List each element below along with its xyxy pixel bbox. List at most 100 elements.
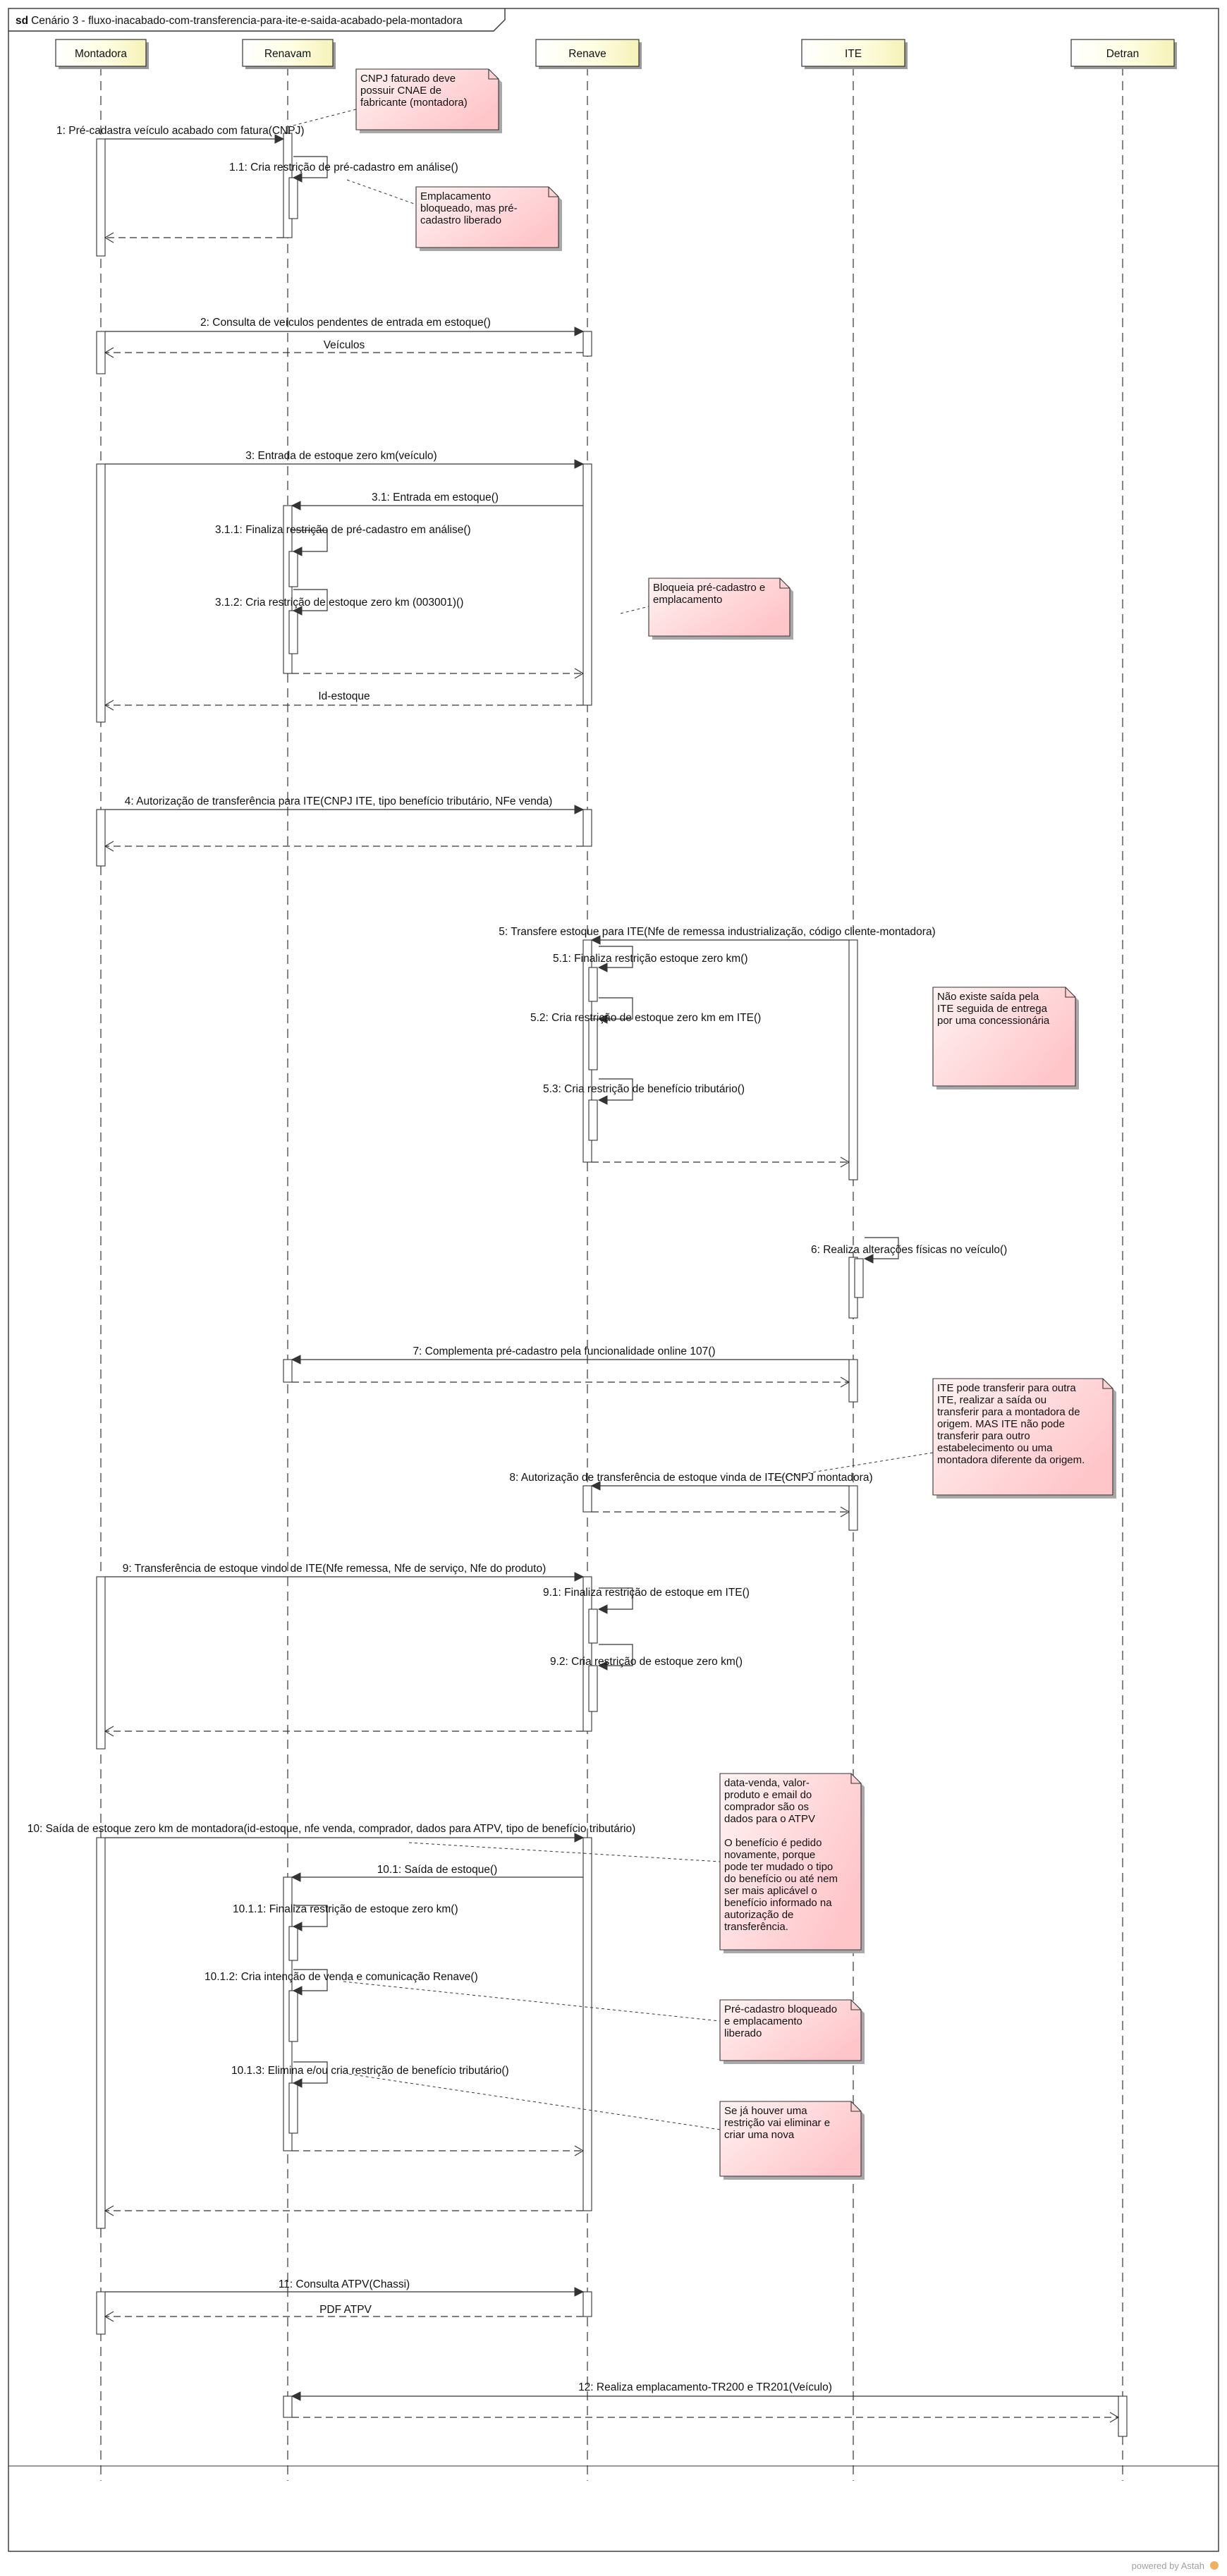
message-25: 9.1: Finaliza restrição de estoque em IT…	[543, 1587, 750, 1614]
arrowhead-open	[574, 668, 585, 679]
message-7: 3.1: Entrada em estoque()	[291, 492, 583, 511]
note-body	[932, 987, 1076, 1087]
note-line: ITE seguida de entrega	[937, 1003, 1048, 1015]
arrowhead-open	[104, 2311, 114, 2322]
arrowhead-open	[104, 347, 114, 358]
message-label: 7: Complementa pré-cadastro pela funcion…	[413, 1345, 715, 1357]
activation-bar	[288, 610, 298, 654]
note-line: bloqueado, mas pré-	[420, 202, 518, 214]
self-message-line	[293, 2061, 328, 2084]
arrowhead	[292, 1922, 303, 1931]
message-label: 10: Saída de estoque zero km de montador…	[28, 1823, 636, 1835]
message-16: 5.2: Cria restrição de estoque zero km e…	[530, 997, 761, 1024]
activation-bar	[96, 1837, 106, 2229]
activation-bar	[283, 2395, 293, 2418]
note-line: CNPJ faturado deve	[360, 73, 456, 85]
activation-bar	[588, 1609, 598, 1644]
note-line: autorização de	[724, 1909, 793, 1921]
note-connector	[343, 2073, 721, 2130]
note-line: data-venda, valor-	[724, 1777, 810, 1789]
self-message-line	[599, 997, 633, 1020]
message-label: 9.1: Finaliza restrição de estoque em IT…	[543, 1587, 750, 1599]
arrowhead	[574, 459, 585, 469]
message-label: 2: Consulta de veículos pendentes de ent…	[200, 317, 491, 329]
note-line: O benefício é pedido	[724, 1837, 822, 1849]
note-line: produto e email do	[724, 1789, 812, 1801]
arrowhead	[291, 1355, 301, 1365]
arrowhead	[574, 2287, 585, 2297]
activation-bar	[854, 1258, 864, 1298]
message-20: 7: Complementa pré-cadastro pela funcion…	[291, 1345, 849, 1365]
lifeline-name-renavam: Renavam	[264, 48, 311, 60]
activation-bar	[582, 1837, 592, 2211]
note-line	[724, 1825, 727, 1837]
message-17: 5.3: Cria restrição de benefício tributá…	[543, 1078, 745, 1105]
message-23	[592, 1506, 850, 1518]
note-body	[719, 1773, 862, 1951]
arrowhead-open	[840, 1156, 850, 1168]
arrowhead	[590, 1481, 601, 1491]
arrowhead	[597, 963, 608, 972]
arrowhead	[292, 1986, 303, 1996]
message-2: 1.1: Cria restrição de pré-cadastro em a…	[229, 156, 458, 183]
self-message-line	[599, 1078, 633, 1101]
frame-title-text: Cenário 3 - fluxo-inacabado-com-transfer…	[31, 15, 463, 27]
message-15: 5.1: Finaliza restrição estoque zero km(…	[553, 946, 748, 972]
note-line: novamente, porque	[724, 1849, 815, 1861]
message-31: 10.1.2: Cria intenção de venda e comunic…	[204, 1969, 478, 1996]
message-1: 1: Pré-cadastra veículo acabado com fatu…	[56, 125, 305, 144]
activation-bar	[582, 463, 592, 706]
activation-bar	[582, 809, 592, 847]
message-29: 10.1: Saída de estoque()	[291, 1864, 583, 1882]
activation-bar	[588, 1099, 598, 1141]
astah-logo-icon	[1210, 2561, 1219, 2570]
arrowhead	[574, 1833, 585, 1843]
message-9: 3.1.2: Cria restrição de estoque zero km…	[215, 589, 463, 616]
note-body	[415, 186, 559, 248]
arrowhead-open	[104, 232, 114, 243]
lifeline-head-detran	[1070, 39, 1175, 67]
message-14: 5: Transfere estoque para ITE(Nfe de rem…	[499, 926, 936, 945]
arrowhead	[274, 134, 285, 144]
self-message-line	[865, 1237, 899, 1259]
self-message-line	[293, 1905, 328, 1927]
message-label: 1: Pré-cadastra veículo acabado com fatu…	[56, 125, 305, 137]
self-message-line	[293, 530, 328, 552]
message-10	[292, 668, 585, 679]
activation-bar	[848, 1359, 858, 1403]
note-line: benefício informado na	[724, 1897, 832, 1909]
note-line: Se já houver uma	[724, 2105, 807, 2117]
activation-bar	[96, 1576, 106, 1750]
arrowhead	[597, 1014, 608, 1024]
note-line: transferência.	[724, 1921, 788, 1933]
activation-bar	[283, 1359, 293, 1383]
activation-bar	[288, 1990, 298, 2042]
note-line: estabelecimento ou uma	[937, 1442, 1053, 1454]
message-24: 9: Transferência de estoque vindo de ITE…	[105, 1563, 585, 1582]
arrowhead	[597, 1095, 608, 1105]
arrowhead	[292, 2078, 303, 2088]
note-line: emplacamento	[653, 594, 722, 606]
lifeline-head-renave	[535, 39, 640, 67]
activation-bar	[582, 331, 592, 357]
note-connector	[408, 1842, 721, 1862]
arrowhead	[292, 606, 303, 616]
note-connector	[343, 1981, 721, 2022]
arrowhead	[291, 2391, 301, 2401]
note-line: fabricante (montadora)	[360, 97, 468, 109]
note-line: comprador são os	[724, 1801, 809, 1813]
message-5: Veículos	[104, 339, 583, 358]
message-label: 6: Realiza alterações físicas no veículo…	[811, 1244, 1007, 1256]
